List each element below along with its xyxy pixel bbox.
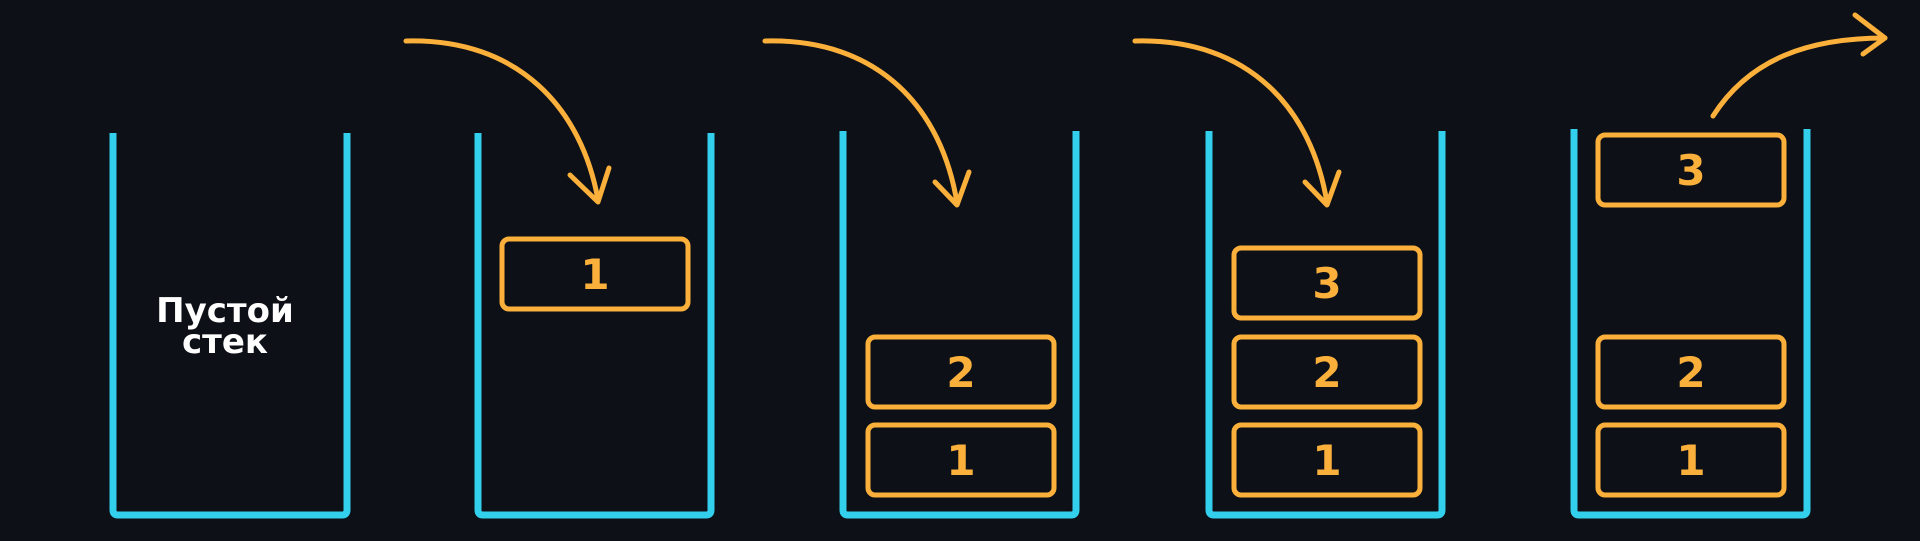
stack-item-label: 2: [946, 348, 975, 397]
stack-item-label: 1: [1676, 436, 1705, 485]
stack-item-label: 3: [1676, 146, 1705, 195]
push-arrow-1: [403, 38, 612, 205]
arrow-curve: [1132, 38, 1330, 206]
stack-item-box: [1231, 422, 1423, 498]
arrow-head: [567, 165, 612, 205]
empty-stack-label-line-2: стек: [182, 322, 268, 362]
arrow-curve: [1710, 35, 1888, 119]
stack-container: [839, 131, 1080, 519]
arrow-curve: [403, 38, 601, 203]
stack-item-box: [1595, 422, 1787, 498]
arrow-head: [1302, 169, 1342, 208]
stack-item-label: 2: [1312, 348, 1341, 397]
stack-empty: Пустой стек: [109, 133, 351, 519]
stack-container: [1570, 129, 1811, 519]
stack-item-label: 2: [1676, 348, 1705, 397]
stack-item-box: [865, 422, 1057, 498]
stack-item-box: [1595, 334, 1787, 410]
stack-container: [109, 133, 351, 519]
push-arrow-2: [762, 38, 972, 208]
stack-4: 3 2 1: [1205, 131, 1446, 519]
stack-3: 2 1: [839, 131, 1080, 519]
pop-arrow: [1710, 12, 1888, 119]
push-arrow-3: [1132, 38, 1342, 208]
stack-item-box: [865, 334, 1057, 410]
arrow-curve: [762, 38, 960, 206]
stack-item-box: [1231, 245, 1423, 321]
stack-item-box: [1595, 132, 1787, 208]
stack-item-box: [499, 236, 691, 312]
stack-item-label: 1: [1312, 436, 1341, 485]
stack-item-label: 1: [580, 250, 609, 299]
arrow-head: [932, 169, 972, 208]
stack-item-label: 3: [1312, 259, 1341, 308]
stack-2: 1: [474, 133, 715, 519]
stack-item-label: 1: [946, 436, 975, 485]
arrow-head: [1852, 12, 1888, 57]
empty-stack-label-line-1: Пустой: [156, 291, 294, 331]
stack-container: [1205, 131, 1446, 519]
stack-5: 3 2 1: [1570, 129, 1811, 519]
stack-item-box: [1231, 334, 1423, 410]
stack-container: [474, 133, 715, 519]
